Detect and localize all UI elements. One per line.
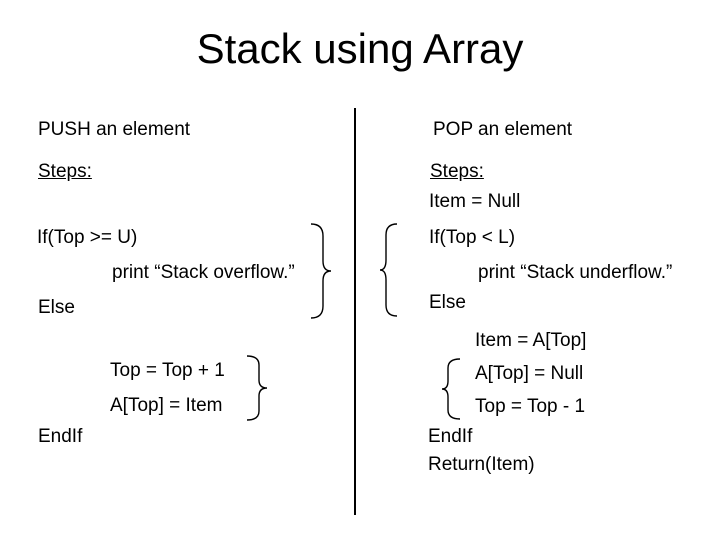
pop-if-condition: If(Top < L) <box>429 227 516 248</box>
pop-return-statement: Return(Item) <box>428 454 535 475</box>
push-else-keyword: Else <box>38 297 75 318</box>
pop-section-heading: POP an element <box>433 119 573 140</box>
left-brace-icon <box>379 223 399 317</box>
push-section-heading: PUSH an element <box>38 119 191 140</box>
push-steps-label: Steps: <box>38 161 92 182</box>
push-statement-increment-top: Top = Top + 1 <box>110 360 225 381</box>
push-statement-assign-item: A[Top] = Item <box>110 395 223 416</box>
pop-statement-read-item: Item = A[Top] <box>475 330 587 351</box>
pop-statement-null-slot: A[Top] = Null <box>475 363 584 384</box>
pop-else-keyword: Else <box>429 292 466 313</box>
push-if-condition: If(Top >= U) <box>37 227 138 248</box>
pop-print-statement: print “Stack underflow.” <box>478 262 673 283</box>
column-divider-line <box>354 108 356 515</box>
push-print-statement: print “Stack overflow.” <box>112 262 295 283</box>
pop-statement-decrement-top: Top = Top - 1 <box>475 396 586 417</box>
pop-steps-label: Steps: <box>430 161 484 182</box>
page-title: Stack using Array <box>196 25 524 72</box>
right-brace-icon <box>245 355 269 421</box>
pop-init-statement: Item = Null <box>429 191 521 212</box>
pop-endif-keyword: EndIf <box>428 426 473 447</box>
left-brace-icon <box>440 358 462 420</box>
right-brace-icon <box>309 223 333 319</box>
push-endif-keyword: EndIf <box>38 426 83 447</box>
